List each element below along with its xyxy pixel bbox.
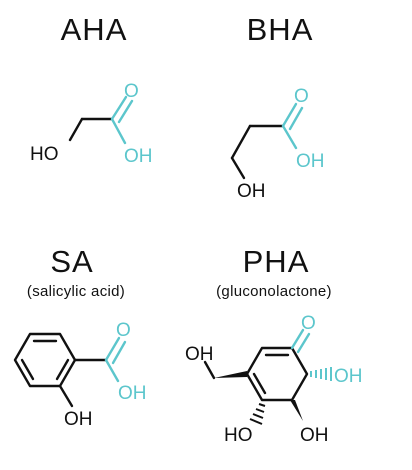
- pha-bond-ch2-oh: [203, 360, 216, 380]
- pha-hash-bl-1: [258, 403, 266, 407]
- bha-atom-o: O: [294, 86, 309, 107]
- pha-atom-o: O: [301, 313, 316, 334]
- pha-atom-oh-right: OH: [334, 366, 363, 387]
- sa-atom-oh: OH: [64, 409, 93, 430]
- pha-bond-carbonyl-a: [290, 328, 305, 350]
- sa-ring-double-3: [55, 358, 70, 381]
- aha-bond-carbonyl-a: [110, 95, 128, 121]
- bha-panel: BHA O OH OH: [230, 12, 325, 202]
- pha-hash-bottom-left: [249, 403, 266, 425]
- aha-atom-o: O: [124, 81, 139, 102]
- sa-bond-ring-oh: [58, 384, 74, 408]
- pha-atom-ho-bottom-left: HO: [224, 425, 253, 446]
- sa-subtitle: (salicylic acid): [27, 283, 125, 300]
- sa-bond-carbonyl-b: [111, 340, 127, 365]
- pha-atom-oh-bottom-right: OH: [300, 425, 329, 446]
- pha-hash-bl-3: [252, 413, 264, 419]
- sa-panel: SA (salicylic acid) O OH OH: [13, 244, 147, 430]
- sa-bond-carbonyl-a: [104, 336, 121, 362]
- bha-title: BHA: [247, 12, 314, 47]
- pha-wedge-ch2: [214, 371, 247, 378]
- bha-bond-carbonyl-a: [281, 102, 298, 128]
- bha-bond-carbonyl-b: [288, 106, 304, 131]
- aha-panel: AHA HO O OH: [30, 12, 153, 167]
- aha-bond-o-c: [68, 117, 84, 142]
- aha-atom-ho: HO: [30, 144, 59, 165]
- bha-bond-o-c: [230, 156, 246, 180]
- pha-wedge-bottom-right: [290, 400, 303, 421]
- aha-bond-c-oh: [110, 117, 127, 145]
- pha-title: PHA: [243, 244, 310, 279]
- bha-atom-oh-acid: OH: [296, 151, 325, 172]
- pha-hash-bl-2: [255, 408, 265, 413]
- bha-bond-c-c1: [230, 124, 252, 160]
- pha-panel: PHA (gluconolactone) OH O: [185, 244, 363, 446]
- pha-hash-right: [310, 367, 332, 381]
- aha-atom-oh: OH: [124, 146, 153, 167]
- pha-ring-double-2: [252, 372, 267, 395]
- sa-atom-o: O: [116, 320, 131, 341]
- sa-title: SA: [50, 244, 93, 279]
- bha-bond-c-oh: [281, 124, 298, 150]
- pha-bond-carbonyl-b: [296, 332, 311, 354]
- pha-atom-oh-top-left: OH: [185, 344, 214, 365]
- aha-bond-carbonyl-b: [117, 99, 134, 124]
- pha-subtitle: (gluconolactone): [216, 283, 332, 300]
- bha-atom-oh: OH: [237, 181, 266, 202]
- aha-title: AHA: [61, 12, 128, 47]
- sa-atom-oh-acid: OH: [118, 383, 147, 404]
- sa-bond-c-oh: [104, 358, 120, 383]
- sa-ring-double-2: [20, 358, 35, 381]
- pha-hash-bl-4: [249, 418, 263, 425]
